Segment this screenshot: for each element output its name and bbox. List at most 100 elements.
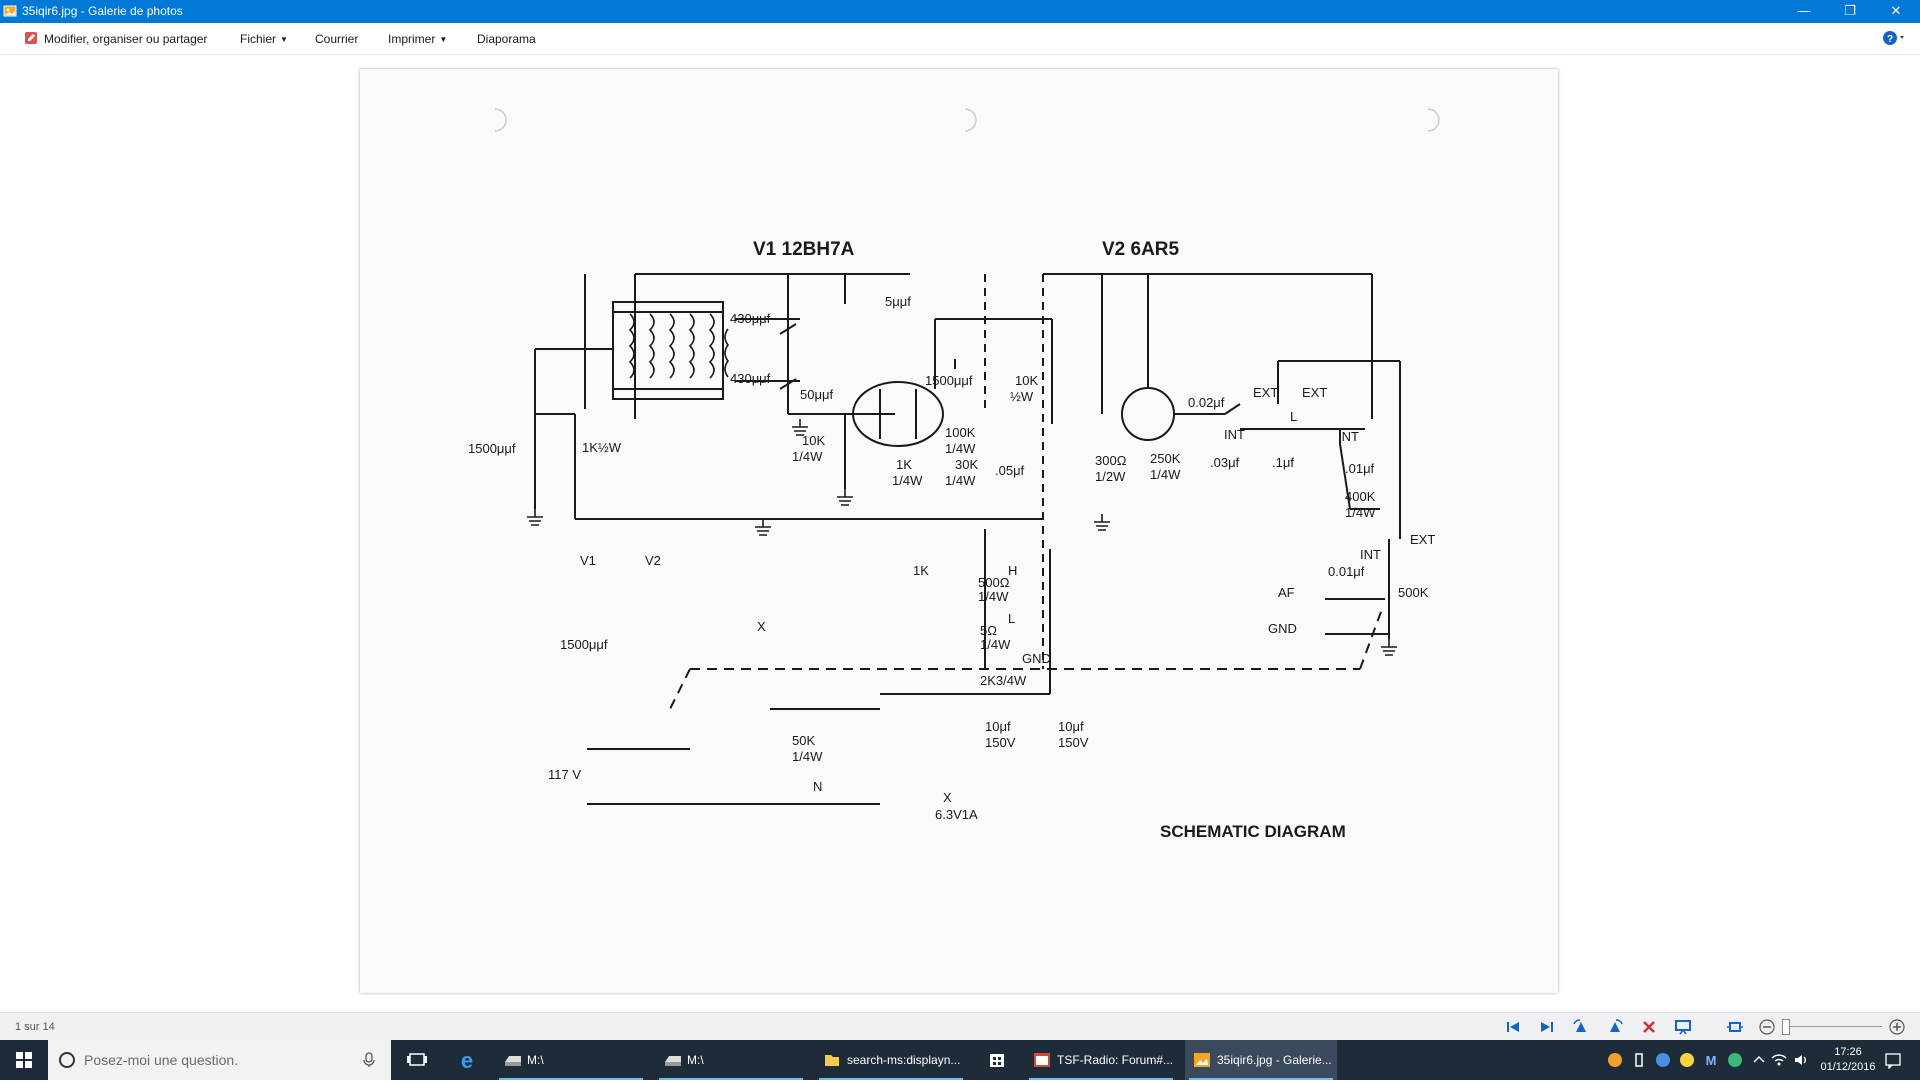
punch-holes xyxy=(494,108,1440,132)
schematic-label-r-100k2: 1/4W xyxy=(945,441,976,456)
schematic-label-r-10k-a2: 1/4W xyxy=(792,449,823,464)
volume-icon[interactable] xyxy=(1792,1051,1810,1069)
schematic-label-r-30k2: 1/4W xyxy=(945,473,976,488)
edge-browser-icon[interactable]: e xyxy=(452,1040,482,1080)
schematic-label-pot-1k: 1K xyxy=(913,563,929,578)
schematic-labels: V1 12BH7A V2 6AR5 SCHEMATIC DIAGRAM 430μ… xyxy=(468,239,1435,841)
schematic-photo: V1 12BH7A V2 6AR5 SCHEMATIC DIAGRAM 430μ… xyxy=(360,69,1558,993)
schematic-label-c-01: .01μf xyxy=(1345,461,1375,476)
restore-button[interactable]: ❐ xyxy=(1844,3,1856,18)
diagram-heading: SCHEMATIC DIAGRAM xyxy=(1160,822,1346,841)
schematic-label-v1: V1 xyxy=(580,553,596,568)
menu-slideshow[interactable]: Diaporama xyxy=(477,32,536,46)
help-button[interactable]: ? xyxy=(1882,30,1906,49)
schematic-label-c-10b2: 150V xyxy=(1058,735,1089,750)
fit-window-icon[interactable] xyxy=(1726,1018,1744,1036)
schematic-label-c-10a2: 150V xyxy=(985,735,1016,750)
minimize-button[interactable]: — xyxy=(1797,3,1811,18)
schematic-label-c-03: .03μf xyxy=(1210,455,1240,470)
taskbar-item[interactable]: search-ms:displayn... xyxy=(815,1040,967,1080)
schematic-label-r-50k: 50K xyxy=(792,733,815,748)
schematic-label-ind-l: L xyxy=(1290,409,1297,424)
tray-settings-icon[interactable] xyxy=(1654,1051,1672,1069)
taskbar-item[interactable]: M:\ xyxy=(655,1040,807,1080)
schematic-label-r-5002: 1/4W xyxy=(978,589,1009,604)
clock-time: 17:26 xyxy=(1834,1046,1862,1058)
usb-icon[interactable] xyxy=(1630,1051,1648,1069)
taskbar: Posez-moi une question. e M:\ M:\ search… xyxy=(0,1040,1920,1080)
slideshow-icon[interactable] xyxy=(1674,1018,1692,1036)
menu-file[interactable]: Fichier▼ xyxy=(240,32,288,46)
rotate-left-icon[interactable] xyxy=(1572,1018,1590,1036)
search-box[interactable]: Posez-moi une question. xyxy=(48,1040,391,1080)
taskbar-item[interactable]: TSF-Radio: Forum#... xyxy=(1025,1040,1177,1080)
schematic-label-r-300: 300Ω xyxy=(1095,453,1127,468)
photo-viewer[interactable]: V1 12BH7A V2 6AR5 SCHEMATIC DIAGRAM 430μ… xyxy=(0,55,1920,1012)
schematic-label-r-100k: 100K xyxy=(945,425,976,440)
tray-sync-icon[interactable] xyxy=(1678,1051,1696,1069)
zoom-out-icon[interactable] xyxy=(1758,1018,1776,1036)
schematic-label-c-430b: 430μμf xyxy=(730,371,771,386)
taskbar-item-active[interactable]: 35iqir6.jpg - Galerie... xyxy=(1185,1040,1337,1080)
store-icon[interactable] xyxy=(982,1040,1012,1080)
delete-icon[interactable] xyxy=(1640,1018,1658,1036)
schematic-label-c-1500b: 1500μμf xyxy=(468,441,516,456)
chevron-down-icon: ▼ xyxy=(439,35,448,44)
tray-clock[interactable]: 17:26 01/12/2016 xyxy=(1816,1045,1880,1075)
photo-gallery-icon xyxy=(1194,1053,1210,1067)
schematic-label-c-5: 5μμf xyxy=(885,294,911,309)
schematic-label-r-1k-b: 1K xyxy=(896,457,912,472)
schematic-label-r-500: 500Ω xyxy=(978,575,1010,590)
schematic-label-ext1: EXT xyxy=(1253,385,1278,400)
menu-mail[interactable]: Courrier xyxy=(315,32,359,46)
ground-symbols xyxy=(527,419,1397,656)
edit-icon xyxy=(25,32,37,44)
zoom-slider-track[interactable] xyxy=(1782,1026,1882,1027)
schematic-label-c-50: 50μμf xyxy=(800,387,833,402)
schematic-label-gnd2: GND xyxy=(1022,651,1051,666)
wifi-icon[interactable] xyxy=(1770,1051,1788,1069)
schematic-label-x2: X xyxy=(943,790,952,805)
taskbar-item[interactable]: M:\ xyxy=(495,1040,647,1080)
previous-icon[interactable] xyxy=(1504,1018,1522,1036)
schematic-label-c-1500a: 1500μμf xyxy=(925,373,973,388)
svg-text:e: e xyxy=(461,1048,473,1073)
action-center-icon[interactable] xyxy=(1884,1051,1902,1069)
image-counter: 1 sur 14 xyxy=(15,1021,55,1033)
status-bar: 1 sur 14 xyxy=(0,1012,1920,1041)
tray-shield-icon[interactable] xyxy=(1726,1051,1744,1069)
svg-text:M: M xyxy=(1706,1053,1717,1068)
schematic-diagram: V1 12BH7A V2 6AR5 SCHEMATIC DIAGRAM 430μ… xyxy=(468,108,1440,841)
menu-print[interactable]: Imprimer▼ xyxy=(388,32,448,46)
schematic-label-r-30k: 30K xyxy=(955,457,978,472)
schematic-label-r-250k: 250K xyxy=(1150,451,1181,466)
help-icon: ? xyxy=(1883,31,1904,45)
tray-chevron-icon[interactable] xyxy=(1750,1051,1768,1069)
menu-edit-organize-share[interactable]: Modifier, organiser ou partager xyxy=(44,32,208,46)
schematic-label-int3: INT xyxy=(1360,547,1381,562)
close-button[interactable]: ✕ xyxy=(1890,3,1902,18)
schematic-label-r-400k2: 1/4W xyxy=(1345,505,1376,520)
schematic-label-h: H xyxy=(1008,563,1017,578)
next-icon[interactable] xyxy=(1538,1018,1556,1036)
folder-icon xyxy=(825,1055,839,1066)
tray-app-icon[interactable] xyxy=(1606,1051,1624,1069)
start-button[interactable] xyxy=(0,1040,48,1080)
schematic-label-l: L xyxy=(1008,611,1015,626)
drive-icon xyxy=(665,1056,681,1066)
schematic-label-gnd1: GND xyxy=(1268,621,1297,636)
zoom-slider-thumb[interactable] xyxy=(1782,1019,1790,1035)
schematic-label-r-400k: 400K xyxy=(1345,489,1376,504)
schematic-label-v2: V2 xyxy=(645,553,661,568)
schematic-label-c-1: .1μf xyxy=(1272,455,1294,470)
schematic-label-int1: INT xyxy=(1224,427,1245,442)
schematic-label-fil: 6.3V1A xyxy=(935,807,978,822)
windows-icon xyxy=(16,1052,32,1068)
zoom-in-icon[interactable] xyxy=(1888,1018,1906,1036)
task-view-icon[interactable] xyxy=(402,1040,432,1080)
microphone-icon[interactable] xyxy=(363,1052,375,1068)
schematic-label-mains: 117 V xyxy=(548,767,581,782)
rotate-right-icon[interactable] xyxy=(1606,1018,1624,1036)
schematic-label-r-3002: 1/2W xyxy=(1095,469,1126,484)
tray-m-icon[interactable]: M xyxy=(1702,1051,1720,1069)
